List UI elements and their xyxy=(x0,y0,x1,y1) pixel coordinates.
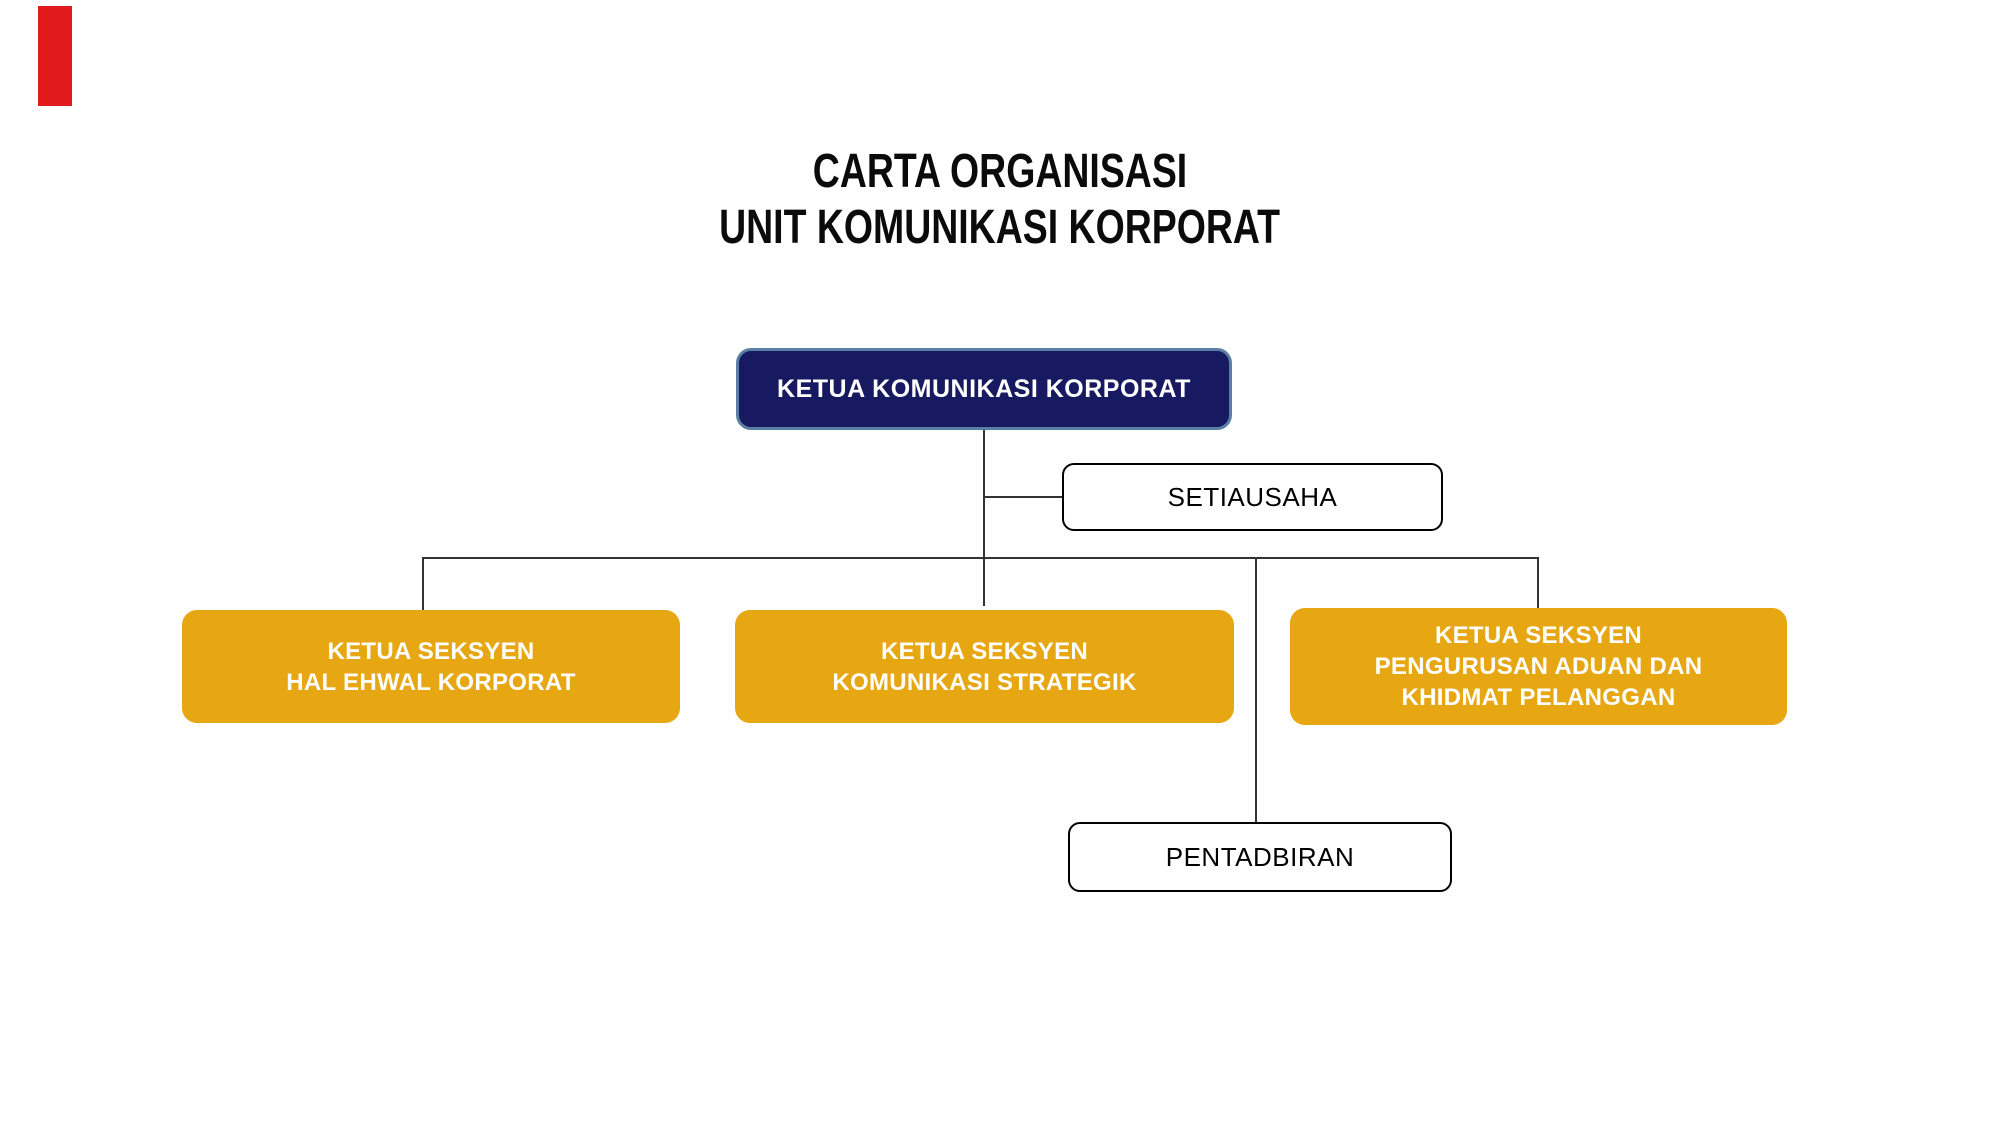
secretary-label: SETIAUSAHA xyxy=(1167,481,1338,512)
connector-left-drop xyxy=(422,558,424,611)
connector-right-drop xyxy=(1537,558,1539,609)
page-title-line-2: UNIT KOMUNIKASI KORPORAT xyxy=(719,201,1281,254)
section-1-line-2: HAL EHWAL KORPORAT xyxy=(286,668,576,696)
page-title: CARTA ORGANISASI UNIT KOMUNIKASI KORPORA… xyxy=(0,144,2000,256)
admin-box: PENTADBIRAN xyxy=(1068,822,1452,892)
section-3-line-2: PENGURUSAN ADUAN DAN xyxy=(1374,653,1703,680)
section-box-pengurusan-aduan: KETUA SEKSYEN PENGURUSAN ADUAN DAN KHIDM… xyxy=(1290,608,1787,725)
admin-label: PENTADBIRAN xyxy=(1165,841,1355,872)
connector-admin-drop xyxy=(1255,558,1257,823)
connector-secretary-branch xyxy=(984,496,1063,498)
org-root-box: KETUA KOMUNIKASI KORPORAT xyxy=(736,348,1232,430)
page-title-line-1: CARTA ORGANISASI xyxy=(812,145,1188,198)
section-box-komunikasi-strategik: KETUA SEKSYEN KOMUNIKASI STRATEGIK xyxy=(735,610,1234,723)
section-3-line-1: KETUA SEKSYEN xyxy=(1434,622,1643,649)
section-2-line-1: KETUA SEKSYEN xyxy=(880,637,1089,665)
section-box-hal-ehwal-korporat: KETUA SEKSYEN HAL EHWAL KORPORAT xyxy=(182,610,680,723)
secretary-box: SETIAUSAHA xyxy=(1062,463,1443,531)
section-2-line-2: KOMUNIKASI STRATEGIK xyxy=(832,668,1137,696)
org-root-label: KETUA KOMUNIKASI KORPORAT xyxy=(777,374,1191,403)
connector-distribution-line xyxy=(422,557,1539,559)
section-3-line-3: KHIDMAT PELANGGAN xyxy=(1401,684,1676,711)
section-1-line-1: KETUA SEKSYEN xyxy=(327,637,535,665)
red-marker xyxy=(38,6,72,106)
connector-root-vertical xyxy=(983,430,985,606)
